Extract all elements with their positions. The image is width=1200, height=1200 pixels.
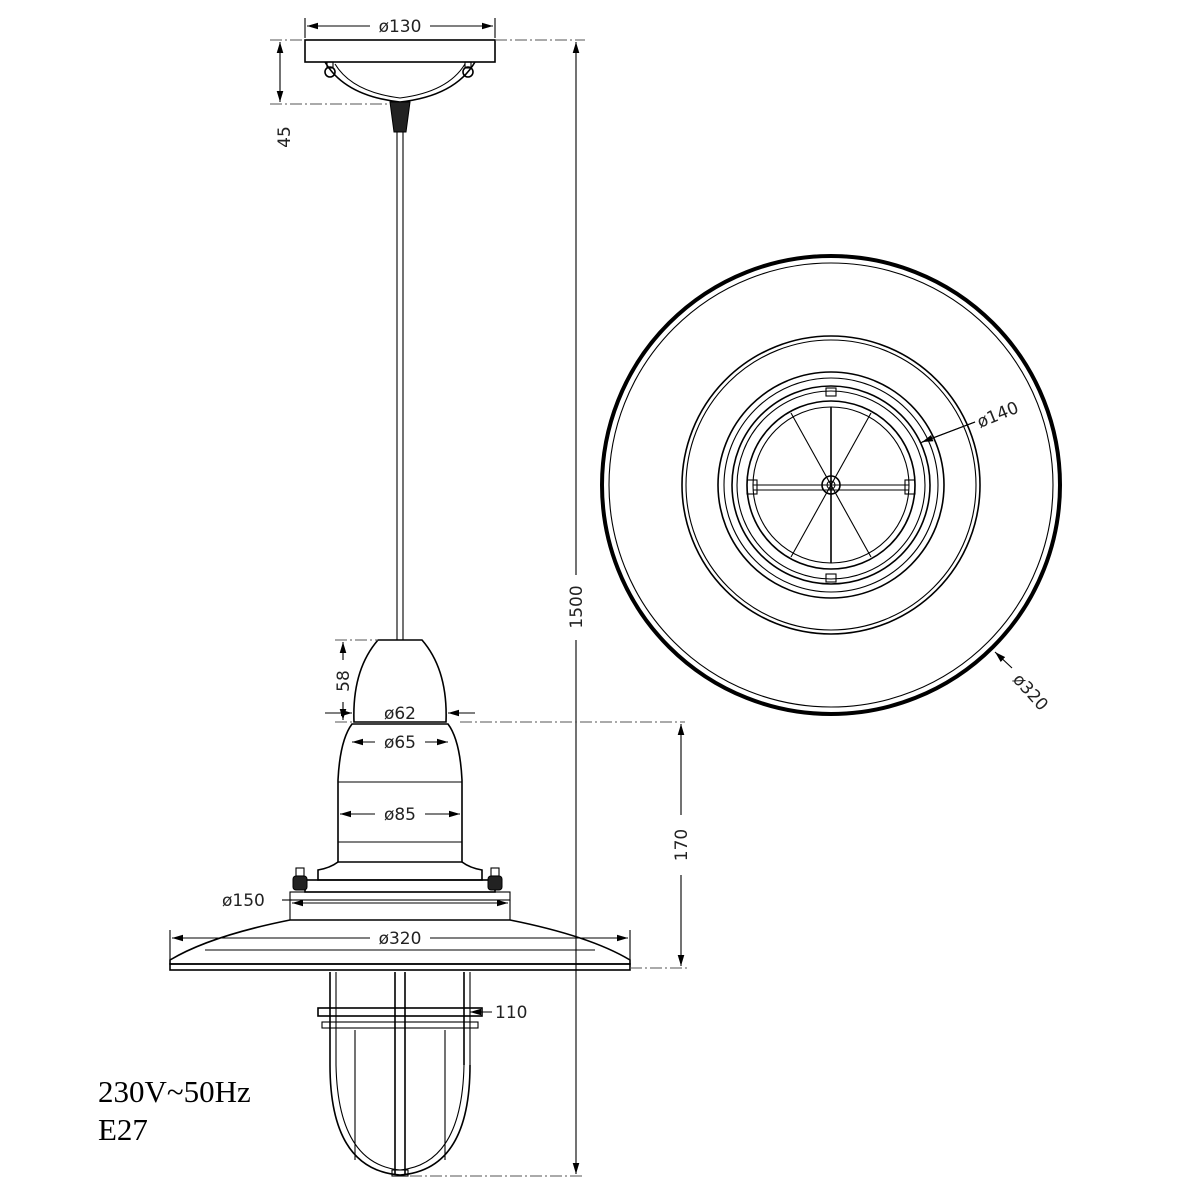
label-top-inner-diameter: ø140: [974, 398, 1021, 433]
top-view-cage-bars: [746, 387, 916, 583]
label-cage-width: 110: [495, 1003, 527, 1023]
dim-collar-diameter: ø150: [222, 891, 508, 911]
label-lamp-holder-diameter: ø62: [384, 704, 416, 724]
label-canopy-height: 45: [275, 126, 295, 148]
label-shade-height: 170: [672, 829, 692, 861]
spec-voltage: 230V~50Hz: [98, 1074, 251, 1109]
dim-lamp-holder-diameter: ø62: [325, 704, 685, 724]
dim-body-diameter: ø85: [340, 805, 460, 825]
dim-shade-height: 170: [630, 724, 692, 969]
dim-canopy-diameter: ø130: [304, 17, 496, 38]
suspension-cord: [396, 132, 404, 640]
label-total-height: 1500: [567, 585, 587, 628]
specifications: 230V~50Hz E27: [98, 1074, 251, 1147]
label-neck-diameter: ø65: [384, 733, 416, 753]
lamp-holder: [353, 639, 447, 723]
dim-neck-diameter: ø65: [352, 733, 448, 753]
label-collar-diameter: ø150: [222, 891, 265, 911]
dim-shade-diameter: ø320: [169, 929, 631, 960]
dim-total-height: 1500: [410, 39, 587, 1177]
label-shade-diameter: ø320: [379, 929, 422, 949]
shade-collar: [289, 861, 511, 920]
label-body-diameter: ø85: [384, 805, 416, 825]
label-canopy-diameter: ø130: [379, 17, 422, 37]
label-top-outer-diameter: ø320: [1008, 670, 1052, 715]
top-view: ø140 ø320: [600, 254, 1062, 716]
dim-top-inner-diameter: ø140: [919, 398, 1022, 444]
protective-cage: [317, 972, 483, 1177]
lamp-shade: [169, 919, 631, 971]
canopy: [304, 39, 496, 133]
dim-canopy-height: 45: [270, 39, 390, 148]
label-lamp-holder-height: 58: [334, 670, 354, 692]
dim-top-outer-diameter: ø320: [994, 651, 1052, 715]
side-view: ø130 45 1500 58 ø62: [169, 17, 692, 1177]
dim-cage-width: 110: [470, 1003, 527, 1023]
dim-lamp-holder-height: 58: [334, 639, 378, 723]
spec-socket: E27: [98, 1112, 148, 1147]
